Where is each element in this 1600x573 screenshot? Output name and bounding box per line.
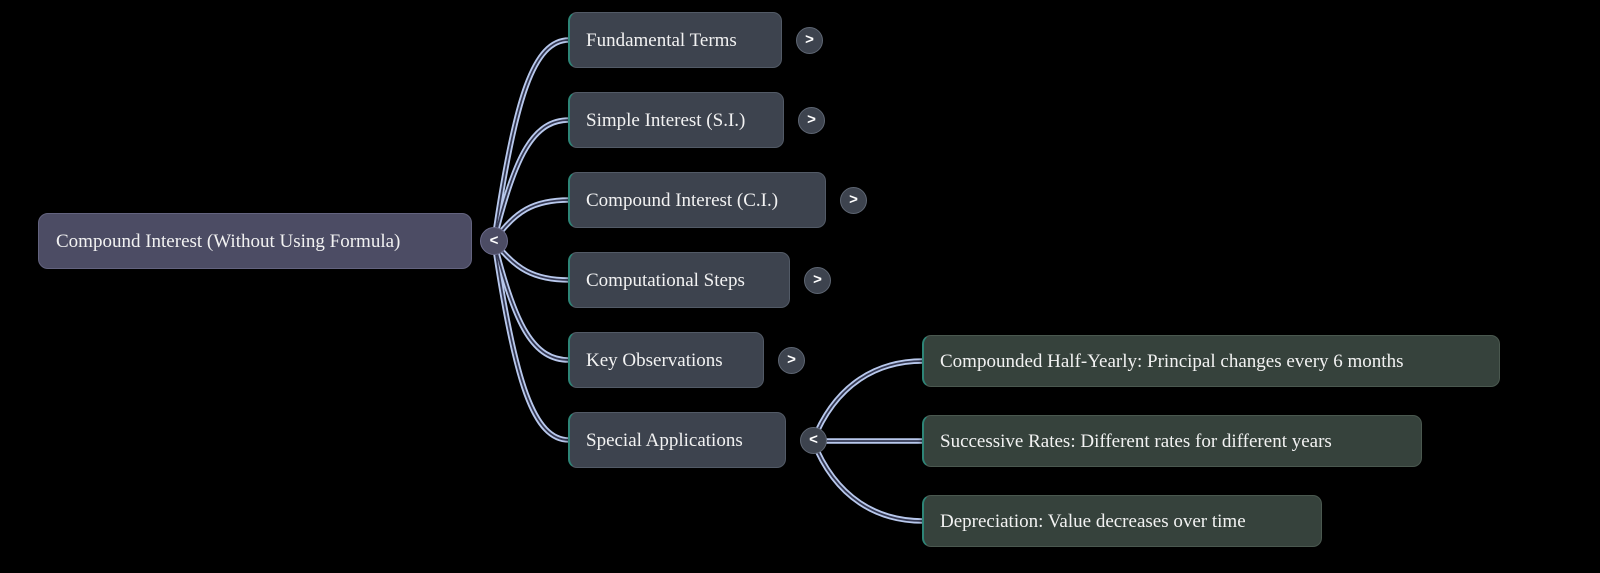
leaf-row: Compounded Half-Yearly: Principal change…: [922, 335, 1500, 387]
expand-toggle-icon[interactable]: >: [796, 26, 823, 54]
link-core: [493, 119, 570, 242]
leaf-node-compounded-half-yearly[interactable]: Compounded Half-Yearly: Principal change…: [922, 335, 1500, 387]
leaf-row: Depreciation: Value decreases over time: [922, 495, 1322, 547]
root-row: Compound Interest (Without Using Formula…: [38, 213, 508, 269]
branch-node-key-observations[interactable]: Key Observations: [568, 332, 764, 388]
link-core: [493, 240, 570, 441]
branch-node-simple-interest[interactable]: Simple Interest (S.I.): [568, 92, 784, 148]
expand-toggle-icon[interactable]: >: [804, 266, 831, 294]
expand-toggle-icon[interactable]: >: [840, 186, 867, 214]
expand-toggle-icon[interactable]: >: [798, 106, 825, 134]
leaf-node-depreciation[interactable]: Depreciation: Value decreases over time: [922, 495, 1322, 547]
branch-row: Key Observations >: [568, 332, 805, 388]
link: [810, 438, 926, 524]
link-core: [812, 440, 924, 522]
leaf-node-successive-rates[interactable]: Successive Rates: Different rates for di…: [922, 415, 1422, 467]
link-core: [493, 39, 570, 242]
leaf-row: Successive Rates: Different rates for di…: [922, 415, 1422, 467]
branch-node-compound-interest[interactable]: Compound Interest (C.I.): [568, 172, 826, 228]
collapse-toggle-icon[interactable]: <: [800, 426, 827, 454]
link: [810, 358, 926, 444]
link-core: [812, 360, 924, 442]
branch-node-fundamental-terms[interactable]: Fundamental Terms: [568, 12, 782, 68]
branch-row: Compound Interest (C.I.) >: [568, 172, 867, 228]
branch-row: Fundamental Terms >: [568, 12, 823, 68]
branch-node-special-applications[interactable]: Special Applications: [568, 412, 786, 468]
branch-row: Computational Steps >: [568, 252, 831, 308]
root-node[interactable]: Compound Interest (Without Using Formula…: [38, 213, 472, 269]
branch-row: Simple Interest (S.I.) >: [568, 92, 825, 148]
link-core: [493, 240, 570, 361]
expand-toggle-icon[interactable]: >: [778, 346, 805, 374]
collapse-toggle-icon[interactable]: <: [480, 227, 508, 255]
branch-row: Special Applications <: [568, 412, 827, 468]
branch-node-computational-steps[interactable]: Computational Steps: [568, 252, 790, 308]
